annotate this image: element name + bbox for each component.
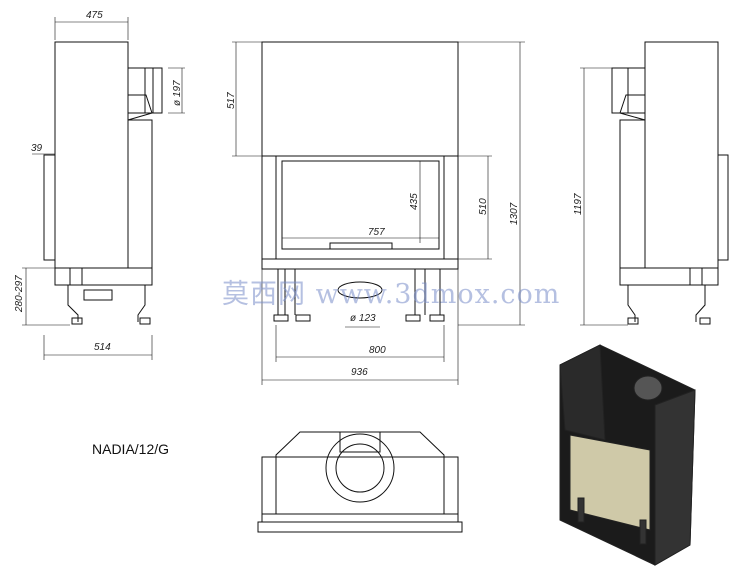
dim-leg-range: 280-297 [14,275,25,312]
3d-render [559,344,696,566]
front-view [232,41,525,385]
right-side-view [580,41,729,326]
dim-flue-diameter: ø 197 [172,80,183,106]
dim-front-936: 936 [351,367,368,378]
dim-air-inlet: ø 123 [350,313,376,324]
dim-total-height: 1307 [509,202,520,225]
dim-front-510: 510 [478,198,489,215]
left-side-view [22,17,185,360]
top-view [257,431,463,533]
dim-glass-width: 757 [368,227,385,238]
dim-right-height: 1197 [573,193,584,215]
watermark: 莫西网 www.3dmox.com [222,279,561,310]
dim-side-depth: 514 [94,342,111,353]
dim-front-800: 800 [369,345,386,356]
dim-glass-height: 435 [409,193,420,210]
model-name: NADIA/12/G [92,441,170,457]
dim-top-width: 475 [86,10,103,21]
dim-top-height: 517 [226,92,237,109]
dim-offset-39: 39 [31,143,43,154]
